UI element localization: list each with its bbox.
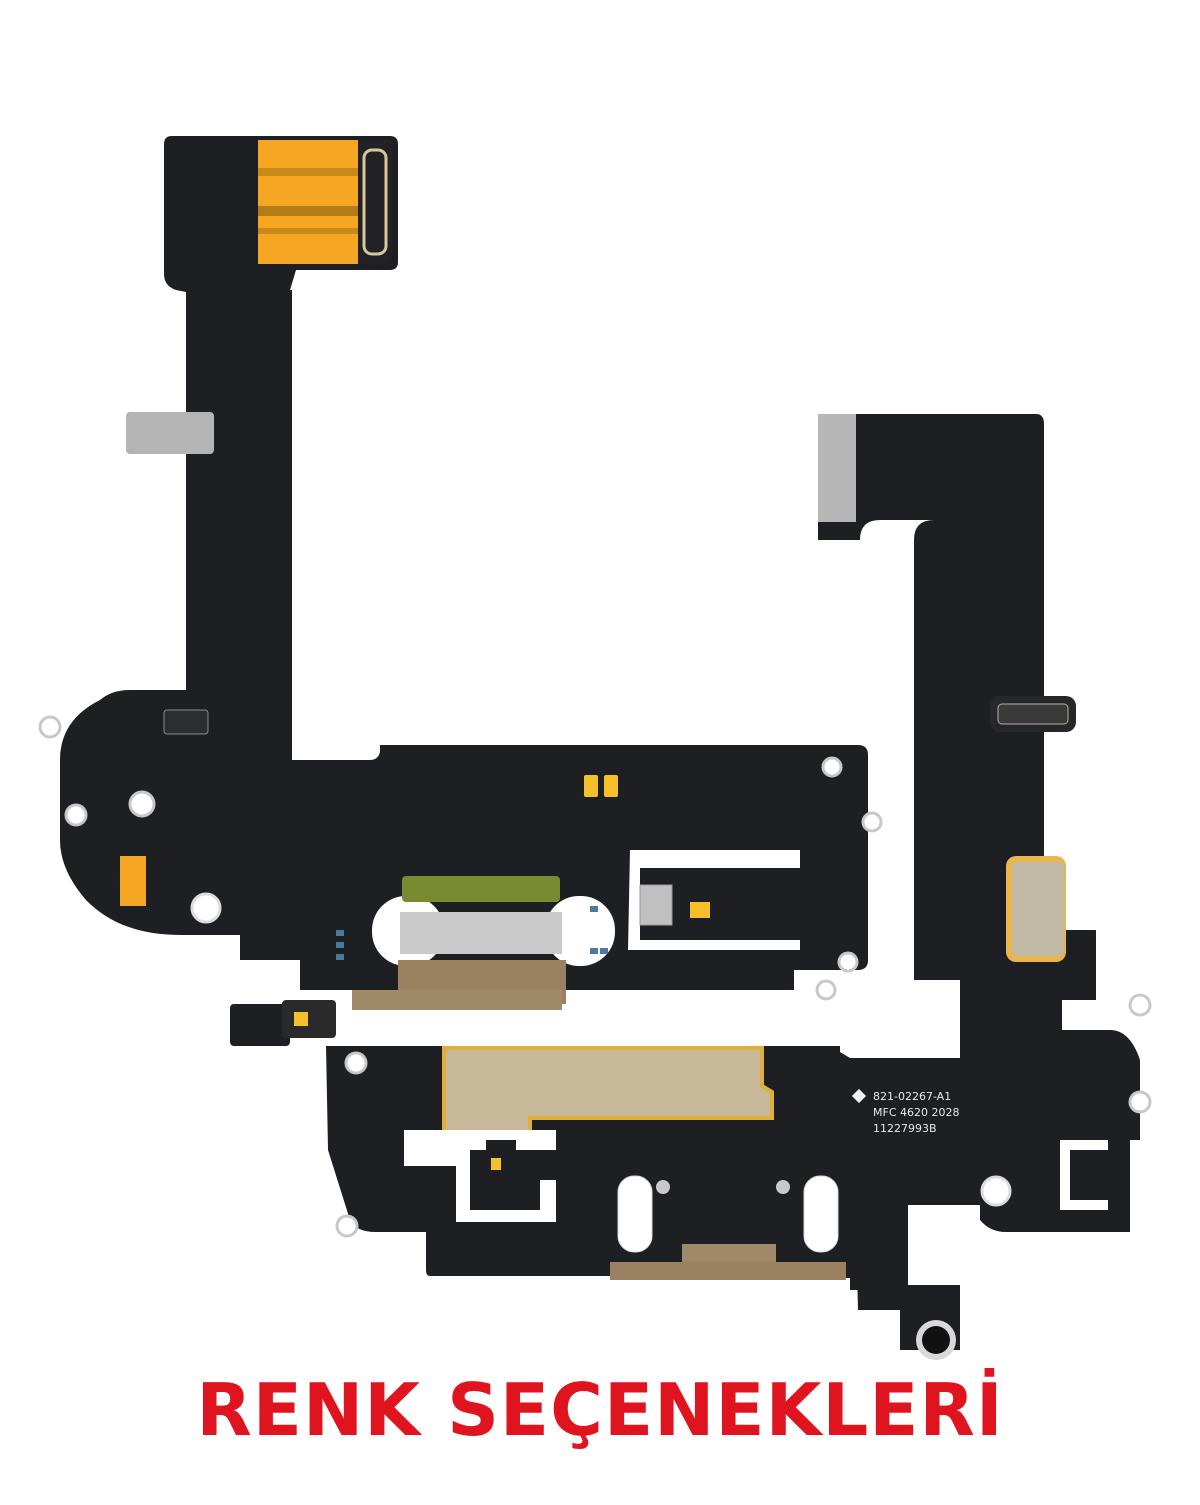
board-label-line-3: 11227993B xyxy=(873,1122,937,1135)
board-label-line-1: 821-02267-A1 xyxy=(873,1090,952,1103)
board-part-label: 821-02267-A1 MFC 4620 2028 11227993B xyxy=(851,1088,960,1137)
right-flex-cable xyxy=(326,414,1152,1360)
color-options-caption: RENK SEÇENEKLERİ xyxy=(196,1368,1004,1452)
left-flex-cable xyxy=(38,136,1144,1106)
board-label-line-2: MFC 4620 2028 xyxy=(873,1106,960,1119)
